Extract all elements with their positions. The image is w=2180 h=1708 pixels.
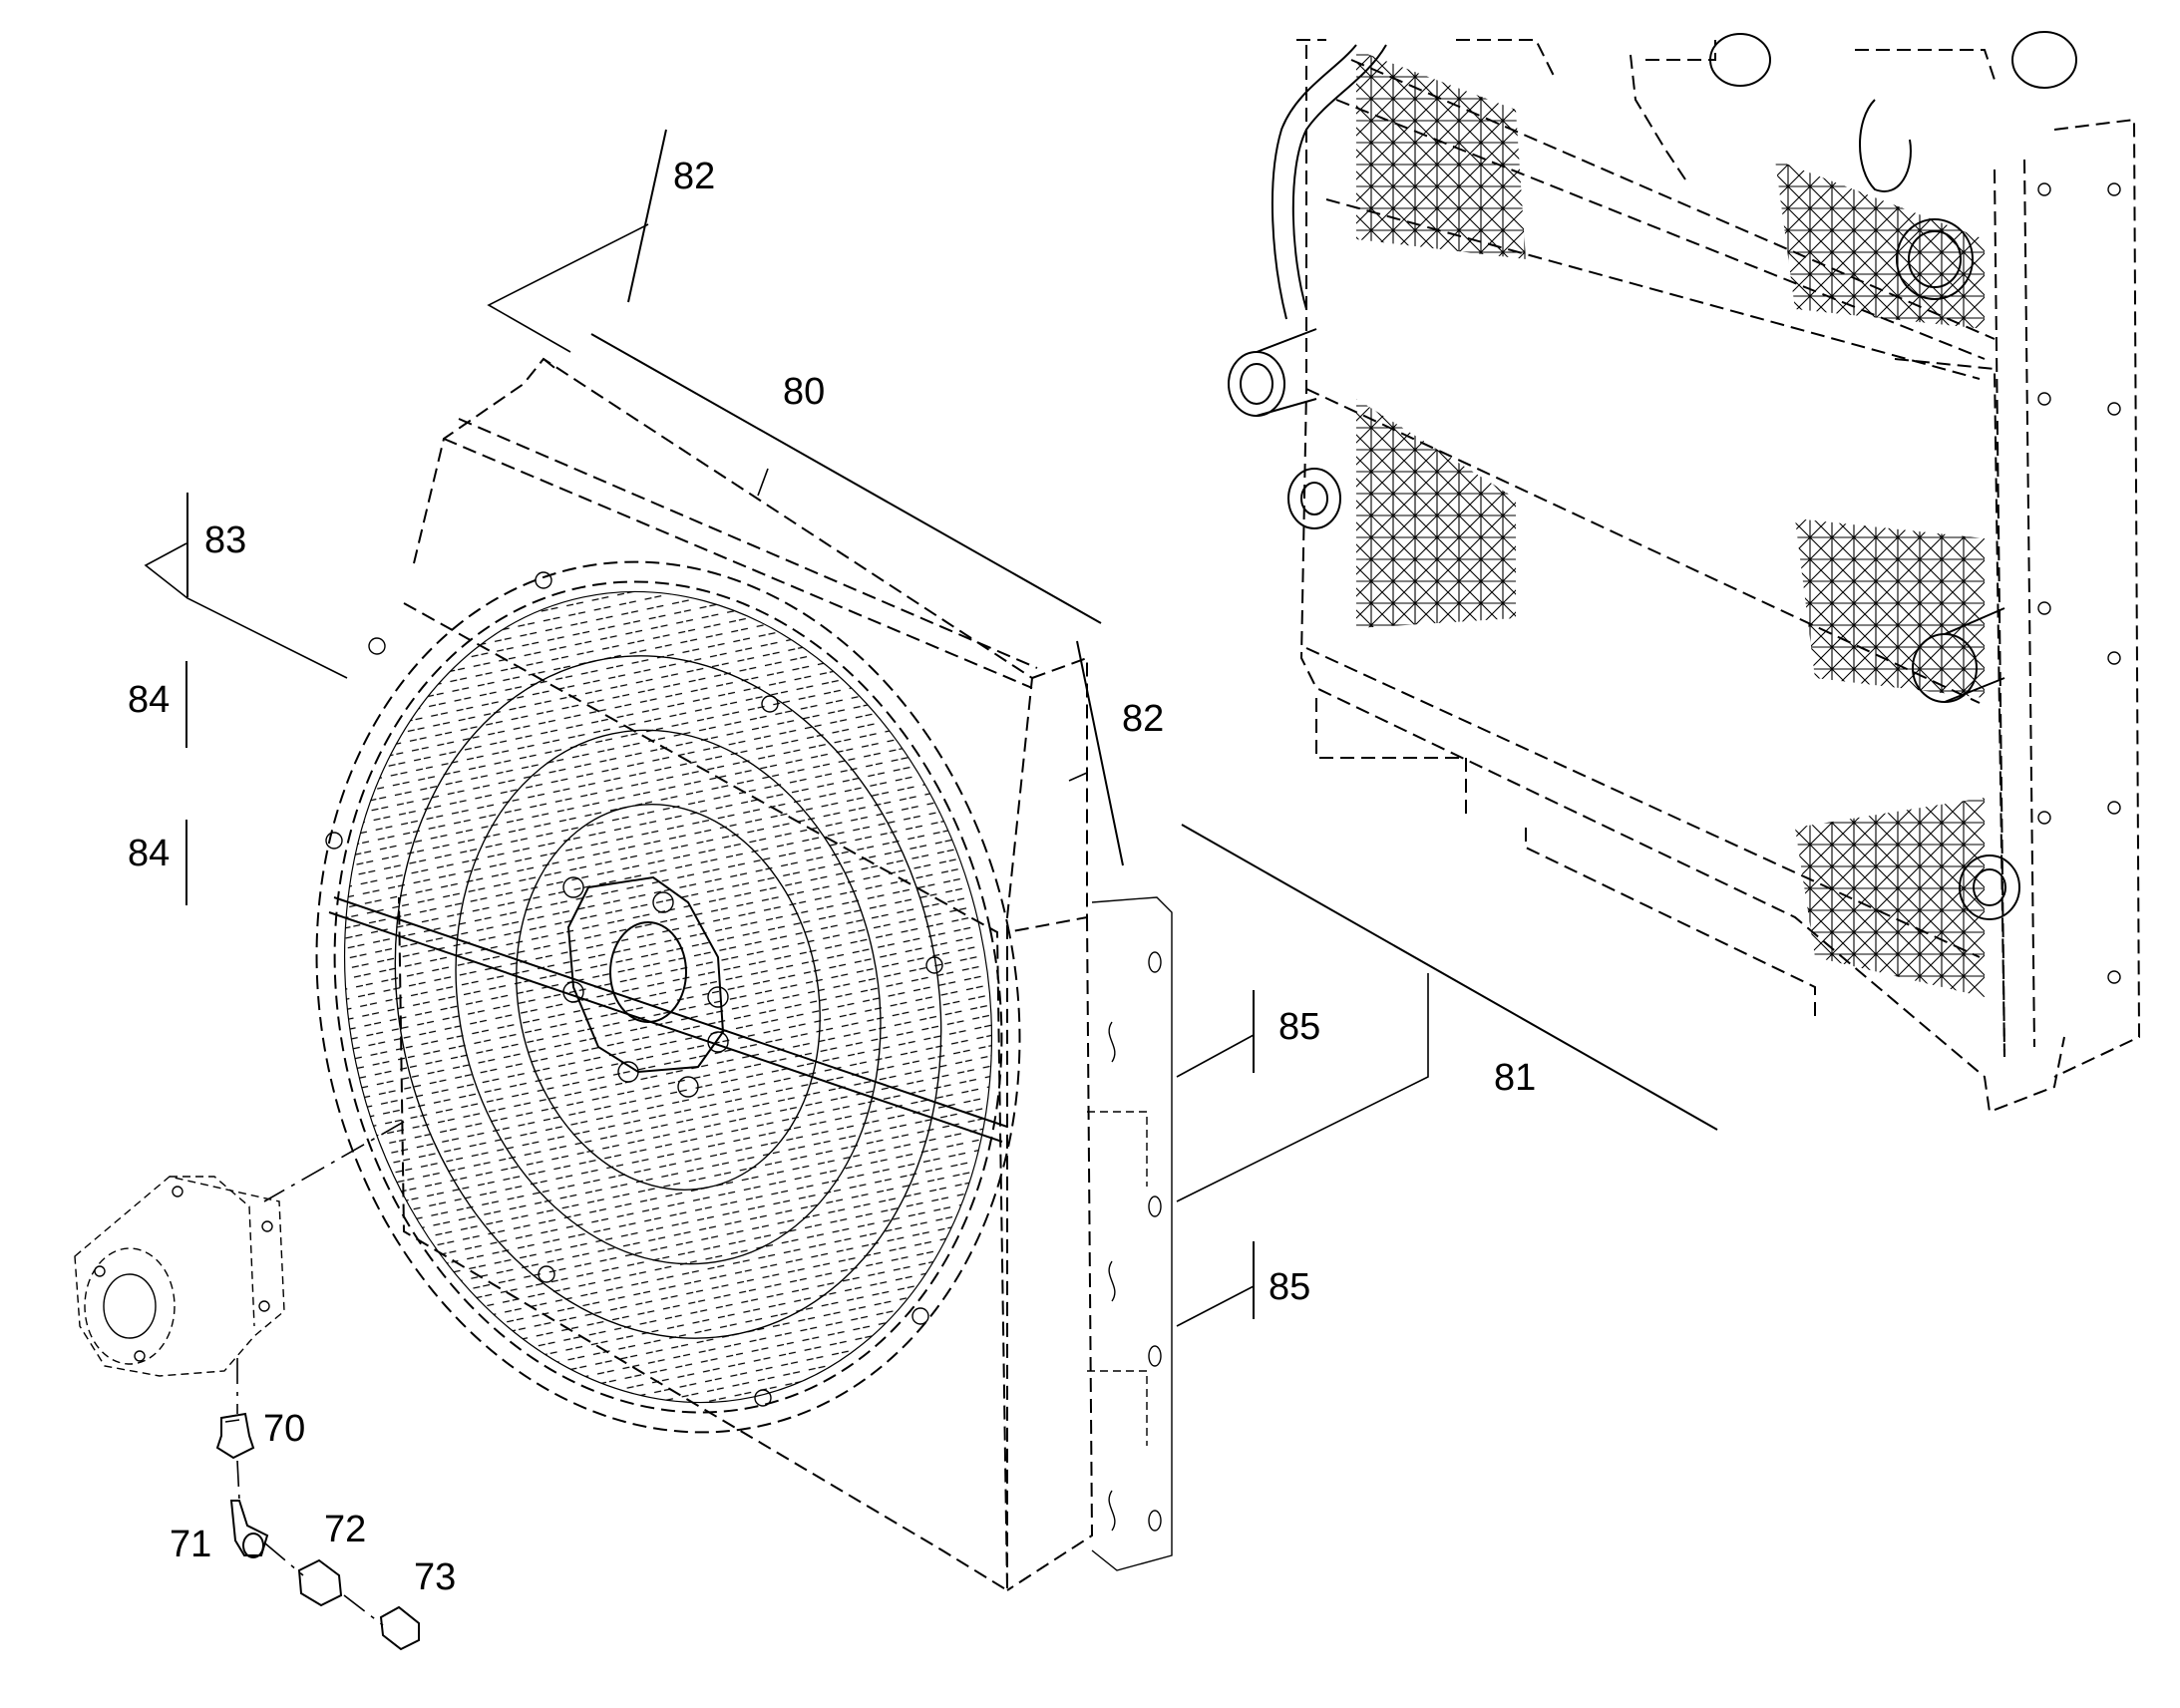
label-82-top: 82: [673, 156, 716, 197]
label-73: 73: [414, 1556, 457, 1598]
label-80: 80: [783, 371, 826, 413]
leader-lines: [144, 223, 1429, 1626]
elbow-71: [229, 1500, 269, 1558]
label-85-lower: 85: [1269, 1266, 1311, 1308]
fan-guard: [315, 560, 1021, 1434]
seal-strip-80: [590, 333, 1102, 624]
label-85-upper: 85: [1278, 1006, 1321, 1048]
label-72: 72: [324, 1509, 367, 1550]
radiator-assembly: [1228, 31, 2141, 1114]
label-82-right: 82: [1122, 698, 1165, 740]
label-81: 81: [1494, 1057, 1537, 1099]
label-84-lower: 84: [128, 833, 171, 874]
label-71: 71: [170, 1524, 212, 1565]
nipple-73: [379, 1605, 420, 1651]
seal-strip-82-top: [627, 129, 667, 303]
hydraulic-motor: [74, 1176, 285, 1377]
label-84-upper: 84: [128, 679, 171, 721]
fan-shroud: [398, 357, 1173, 1592]
adapter-72: [297, 1558, 343, 1607]
label-70: 70: [263, 1408, 306, 1450]
seal-strip-81: [1181, 824, 1718, 1131]
seal-strip-82-right: [1076, 640, 1124, 866]
fitting-70: [215, 1412, 255, 1460]
label-83: 83: [204, 519, 247, 561]
